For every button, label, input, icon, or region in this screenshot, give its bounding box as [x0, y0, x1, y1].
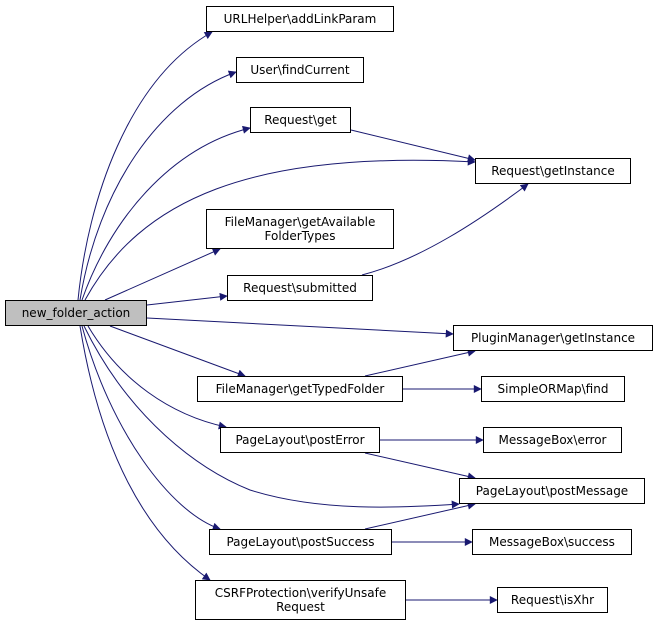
node-submitted[interactable]: Request\submitted: [227, 275, 373, 301]
edge-get-to-getInstance: [350, 129, 476, 163]
edge-nfa-to-postMessage: [83, 325, 460, 509]
edge-submitted-to-getInstance: [361, 183, 529, 276]
edge-nfa-to-get: [81, 125, 251, 301]
edge-nfa-to-submitted: [146, 292, 228, 306]
edge-nfa-to-addLinkParam: [77, 31, 213, 301]
node-getTypedFolder[interactable]: FileManager\getTypedFolder: [197, 376, 403, 402]
edge-nfa-to-csrf: [79, 325, 211, 581]
node-getInstance[interactable]: Request\getInstance: [475, 158, 631, 184]
edge-nfa-to-postSuccess: [81, 325, 221, 531]
edge-nfa-to-pluginGetInstance: [146, 317, 454, 338]
node-isXhr[interactable]: Request\isXhr: [497, 587, 608, 613]
edge-nfa-to-findCurrent: [79, 70, 237, 301]
node-nfa: new_folder_action: [5, 300, 147, 326]
edge-nfa-to-getInstance: [84, 157, 476, 301]
edge-nfa-to-getAvail: [104, 248, 221, 301]
node-postSuccess[interactable]: PageLayout\postSuccess: [209, 529, 392, 555]
edge-nfa-to-getTypedFolder: [109, 325, 246, 378]
node-addLinkParam[interactable]: URLHelper\addLinkParam: [206, 6, 394, 32]
node-mbError[interactable]: MessageBox\error: [483, 427, 622, 453]
edge-postSuccess-to-postMessage: [364, 501, 476, 530]
edge-getTypedFolder-to-pluginGetInstance: [364, 348, 476, 377]
node-findCurrent[interactable]: User\findCurrent: [236, 57, 364, 83]
edge-nfa-to-postError: [87, 325, 227, 430]
edge-postError-to-postMessage: [364, 452, 476, 481]
node-postMessage[interactable]: PageLayout\postMessage: [459, 478, 645, 504]
node-pluginGetInstance[interactable]: PluginManager\getInstance: [453, 325, 653, 351]
node-getAvail[interactable]: FileManager\getAvailable FolderTypes: [206, 209, 394, 249]
node-get[interactable]: Request\get: [250, 107, 351, 133]
node-csrf[interactable]: CSRFProtection\verifyUnsafe Request: [195, 580, 406, 620]
node-mbSuccess[interactable]: MessageBox\success: [472, 529, 632, 555]
node-postError[interactable]: PageLayout\postError: [220, 427, 380, 453]
node-find[interactable]: SimpleORMap\find: [481, 376, 625, 402]
